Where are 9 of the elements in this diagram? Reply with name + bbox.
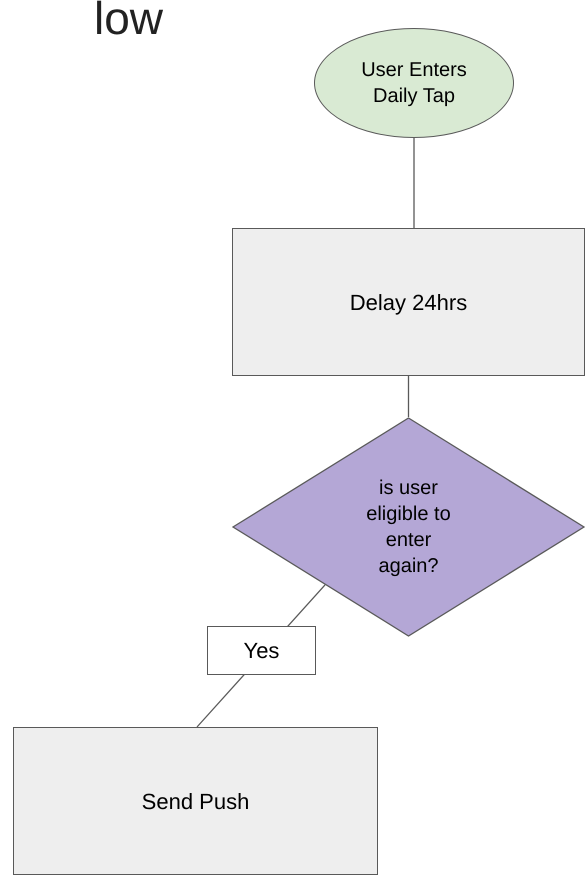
title: low — [94, 0, 164, 46]
process-box: Delay 24hrs — [232, 228, 585, 376]
decision-diamond — [232, 417, 585, 637]
process-box: Send Push — [13, 727, 378, 875]
connector-line — [413, 138, 415, 228]
edge-label: Yes — [207, 626, 316, 675]
start-ellipse: User Enters Daily Tap — [314, 28, 514, 138]
connector-line — [408, 376, 410, 417]
decision-text: is user eligible to enter again? — [365, 476, 452, 579]
